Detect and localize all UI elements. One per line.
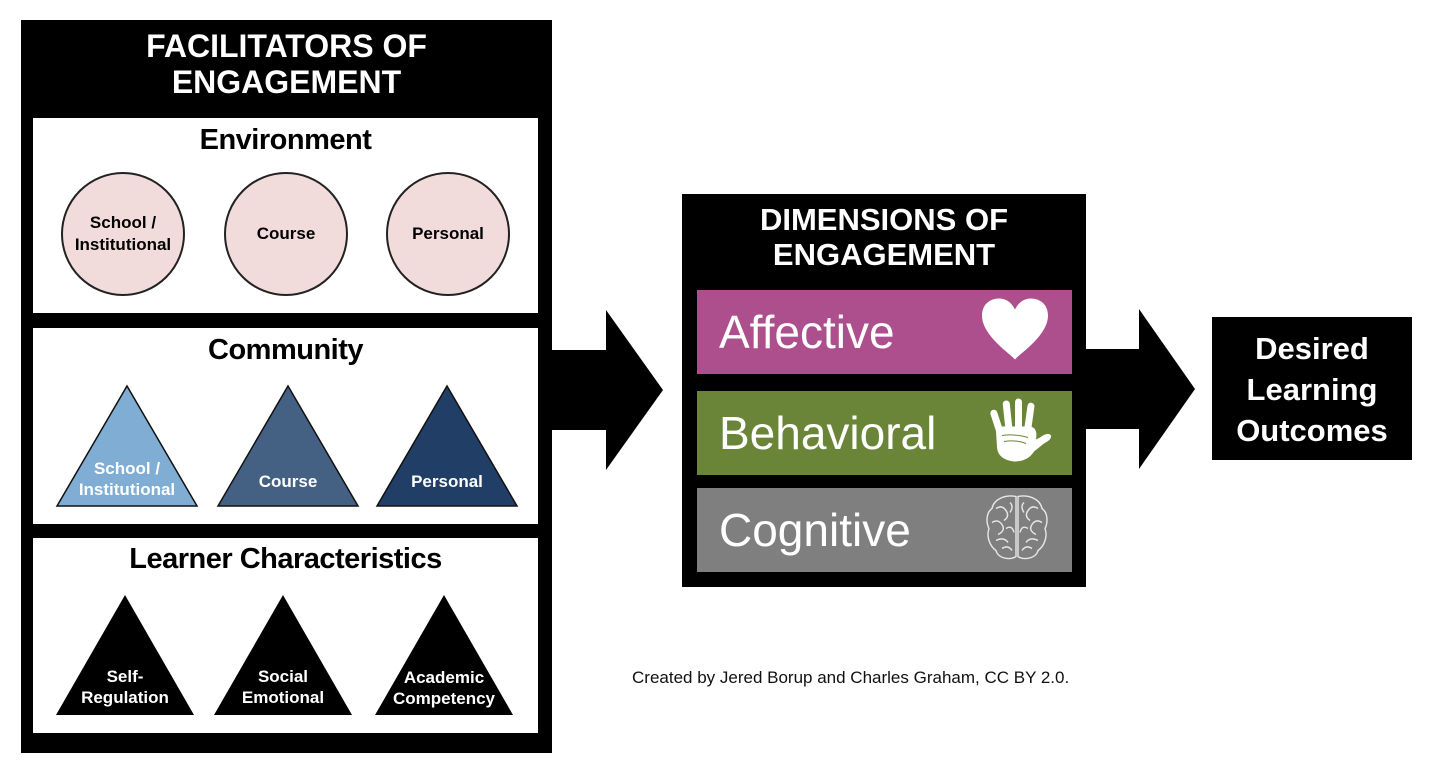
credit-text: Created by Jered Borup and Charles Graha… <box>632 668 1070 687</box>
outcomes-line1: Desired <box>1255 331 1369 366</box>
learner-academic-competency-triangle: Academic Competency <box>374 594 514 716</box>
community-title: Community <box>208 334 364 366</box>
triangle-label-line2: Regulation <box>81 688 169 708</box>
triangle-label: Personal <box>411 472 483 491</box>
circle-label-line2: Institutional <box>74 235 172 254</box>
community-course-triangle: Course <box>216 384 360 508</box>
learner-title: Learner Characteristics <box>129 543 442 575</box>
triangle-label-line1: Academic <box>403 668 485 687</box>
arrow-right-icon <box>552 310 663 470</box>
triangle-label-line2: Emotional <box>241 688 325 708</box>
dimensions-title-line2: ENGAGEMENT <box>772 236 996 272</box>
hand-icon <box>988 398 1052 469</box>
triangle-shape <box>375 595 513 715</box>
triangle-label-line1: School / <box>93 459 161 478</box>
dimensions-box: DIMENSIONS OF ENGAGEMENT Affective Behav… <box>682 194 1086 587</box>
heart-icon <box>980 298 1050 367</box>
environment-title: Environment <box>199 124 372 156</box>
dimensions-title: DIMENSIONS OF ENGAGEMENT <box>682 202 1086 272</box>
brain-icon <box>984 493 1050 568</box>
dimension-cognitive: Cognitive <box>697 488 1072 572</box>
circle-label-line1: School / <box>89 212 157 232</box>
circle-label: Personal <box>412 223 484 243</box>
facilitators-title-line1: FACILITATORS OF <box>146 28 427 64</box>
dimension-label: Cognitive <box>719 504 911 556</box>
triangle-shape <box>216 384 360 507</box>
triangle-label: Academic Competency <box>374 667 514 710</box>
facilitators-box: FACILITATORS OF ENGAGEMENT Environment S… <box>21 20 552 753</box>
facilitators-title-line2: ENGAGEMENT <box>171 63 402 100</box>
dimension-label: Affective <box>719 306 895 358</box>
learner-panel: Learner Characteristics Self- Regulation… <box>33 538 538 733</box>
dimensions-title-line1: DIMENSIONS OF <box>759 202 1008 237</box>
community-personal-triangle: Personal <box>375 384 519 508</box>
dimension-affective: Affective <box>697 290 1072 374</box>
community-school-triangle: School / Institutional <box>55 384 199 508</box>
facilitators-title: FACILITATORS OF ENGAGEMENT <box>21 28 552 101</box>
environment-school-circle: School / Institutional <box>61 172 185 296</box>
triangle-shape <box>56 595 194 715</box>
environment-course-circle: Course <box>224 172 348 296</box>
triangle-label-line2: Competency <box>392 689 496 709</box>
outcomes-title: Desired Learning Outcomes <box>1212 328 1412 451</box>
circle-label: Course <box>256 223 316 243</box>
learner-social-emotional-triangle: Social Emotional <box>213 594 353 716</box>
outcomes-line2: Learning <box>1246 372 1378 407</box>
outcomes-box: Desired Learning Outcomes <box>1212 317 1412 460</box>
outcomes-line3: Outcomes <box>1236 413 1388 448</box>
arrow-right-icon <box>1086 309 1195 469</box>
triangle-label: Social Emotional <box>213 666 353 709</box>
triangle-label-line2: Institutional <box>78 480 176 500</box>
triangle-shape <box>55 384 199 507</box>
dimension-label: Behavioral <box>719 407 937 459</box>
learner-self-regulation-triangle: Self- Regulation <box>55 594 195 716</box>
triangle-label-line1: Social <box>257 667 309 686</box>
triangle-shape <box>214 595 352 715</box>
triangle-label: Course <box>258 472 318 491</box>
triangle-label: School / Institutional <box>55 458 199 501</box>
environment-personal-circle: Personal <box>386 172 510 296</box>
environment-panel: Environment School / Institutional Course… <box>33 118 538 313</box>
triangle-shape <box>375 384 519 507</box>
triangle-label-line1: Self- <box>106 667 144 686</box>
triangle-label: Self- Regulation <box>55 666 195 709</box>
community-panel: Community School / Institutional Course … <box>33 328 538 524</box>
dimension-behavioral: Behavioral <box>697 391 1072 475</box>
